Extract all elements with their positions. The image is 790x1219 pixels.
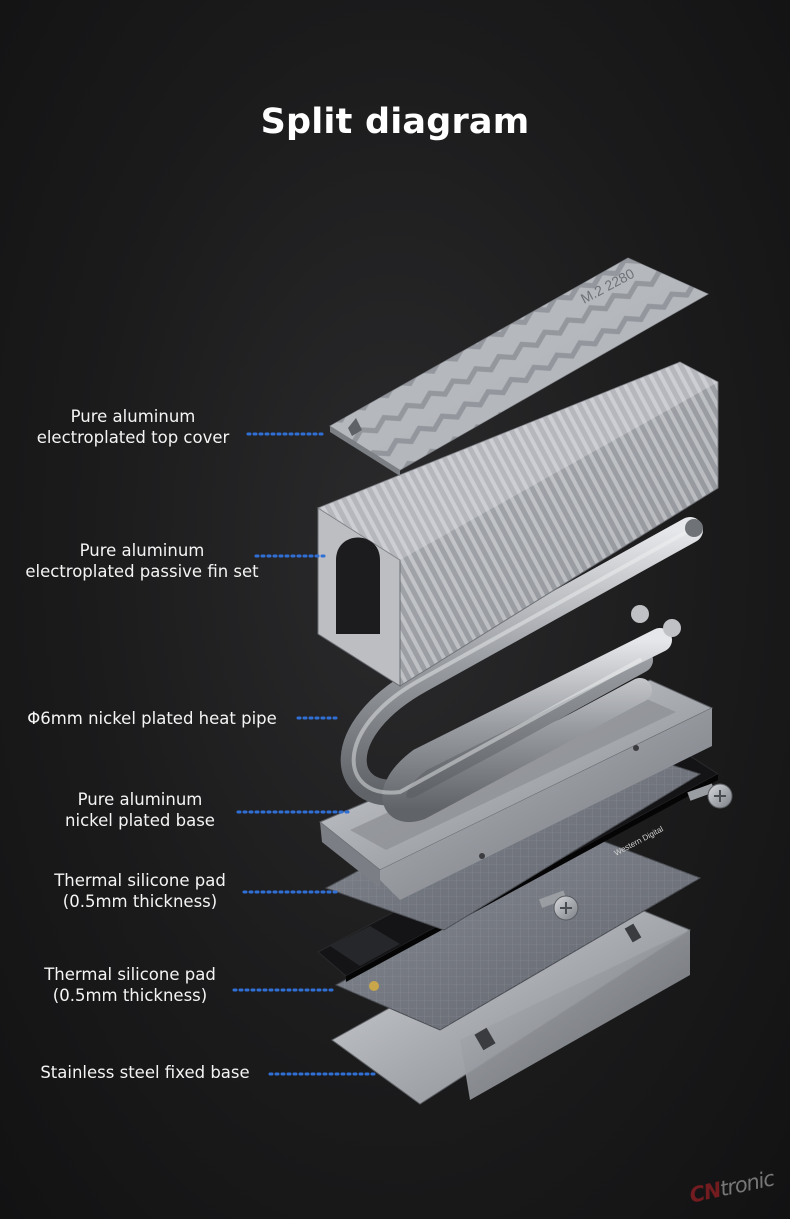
label-pad-upper: Thermal silicone pad (0.5mm thickness) [40,870,240,912]
label-fin-set-line1: Pure aluminum [79,541,205,560]
label-base-line1: Pure aluminum [77,790,203,809]
stainless-steel-base [331,891,692,1105]
label-steel-base: Stainless steel fixed base [30,1062,260,1083]
leader-lines [232,432,378,1076]
cover-logo-icon [348,418,362,436]
label-base: Pure aluminum nickel plated base [40,789,240,831]
label-top-cover: Pure aluminum electroplated top cover [28,406,238,448]
label-pad-upper-line1: Thermal silicone pad [54,871,226,890]
page-title: Split diagram [260,102,530,142]
screw-right-icon [687,783,733,809]
label-top-cover-line2: electroplated top cover [36,428,230,447]
passive-fin-set [316,361,719,687]
heat-pipe [340,517,703,822]
label-heat-pipe: Φ6mm nickel plated heat pipe [12,708,292,729]
label-fin-set-line2: electroplated passive fin set [25,562,259,581]
label-pad-upper-line2: (0.5mm thickness) [62,892,218,911]
screw-middle-icon [539,890,579,921]
label-steel-base-line1: Stainless steel fixed base [40,1063,250,1082]
label-pad-lower-line2: (0.5mm thickness) [52,986,208,1005]
label-pad-lower: Thermal silicone pad (0.5mm thickness) [30,964,230,1006]
ssd-screw-notch-icon [369,981,379,991]
label-fin-set: Pure aluminum electroplated passive fin … [10,540,274,582]
label-top-cover-line1: Pure aluminum [70,407,196,426]
label-heat-pipe-line1: Φ6mm nickel plated heat pipe [27,709,277,728]
label-base-line2: nickel plated base [65,811,215,830]
label-pad-lower-line1: Thermal silicone pad [44,965,216,984]
